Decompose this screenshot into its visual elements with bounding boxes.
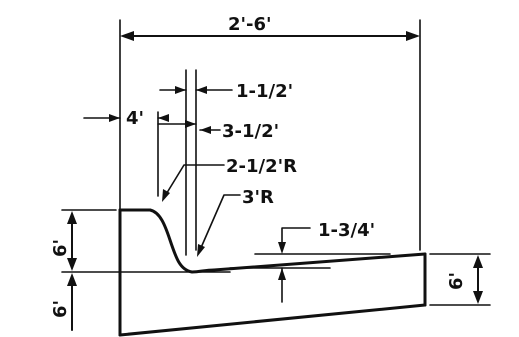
arrow-left-icon [158,114,169,122]
arrow-down-icon [162,189,170,202]
large-radius-leader [199,194,241,251]
small-radius-label: 2-1/2'R [226,156,297,177]
groove-width-dimension: 3-1/2' [157,120,279,142]
small-radius-callout: 2-1/2'R [162,156,297,202]
bottom-line [118,303,427,337]
arrow-left-icon [196,86,207,94]
arrow-left-icon [120,31,134,41]
upper-gap-dimension: 1-1/2' [159,81,293,102]
left-height-dimensions: 6' 6' [50,209,231,331]
arrow-right-icon [175,86,186,94]
arrow-down-icon [473,291,483,304]
overall-width-label: 2'-6' [228,14,272,35]
slope-drop-callout: 1-3/4' [229,220,391,303]
overall-width-dimension: 2'-6' [119,14,421,251]
slope-drop-top-leader [281,227,311,251]
large-radius-label: 3'R [242,187,274,208]
arrow-down-icon [278,242,286,254]
groove-reference-lines [157,69,197,256]
upper-gap-label: 1-1/2' [236,81,293,102]
large-radius-callout: 3'R [197,187,274,257]
left-offset-label: 4' [126,108,144,129]
arrow-right-icon [406,31,420,41]
left-upper-height-label: 6' [50,239,71,257]
arrow-down-icon [67,258,77,271]
arrow-right-icon [109,114,120,122]
left-offset-dimension: 4' [83,108,169,129]
left-lower-height-label: 6' [50,300,71,318]
right-height-label: 6' [446,272,467,290]
small-radius-leader [164,164,225,197]
arrow-up-icon [473,255,483,268]
arrow-right-icon [185,120,196,128]
arrow-up-icon [278,268,286,280]
arrow-up-icon [67,211,77,224]
gutter-curve [148,208,216,274]
arrow-left-icon [200,126,211,134]
arrow-down-icon [197,244,205,257]
slope-drop-label: 1-3/4' [318,220,375,241]
groove-width-label: 3-1/2' [222,121,279,142]
arrow-up-icon [67,273,77,286]
right-height-dimension: 6' [429,253,491,306]
